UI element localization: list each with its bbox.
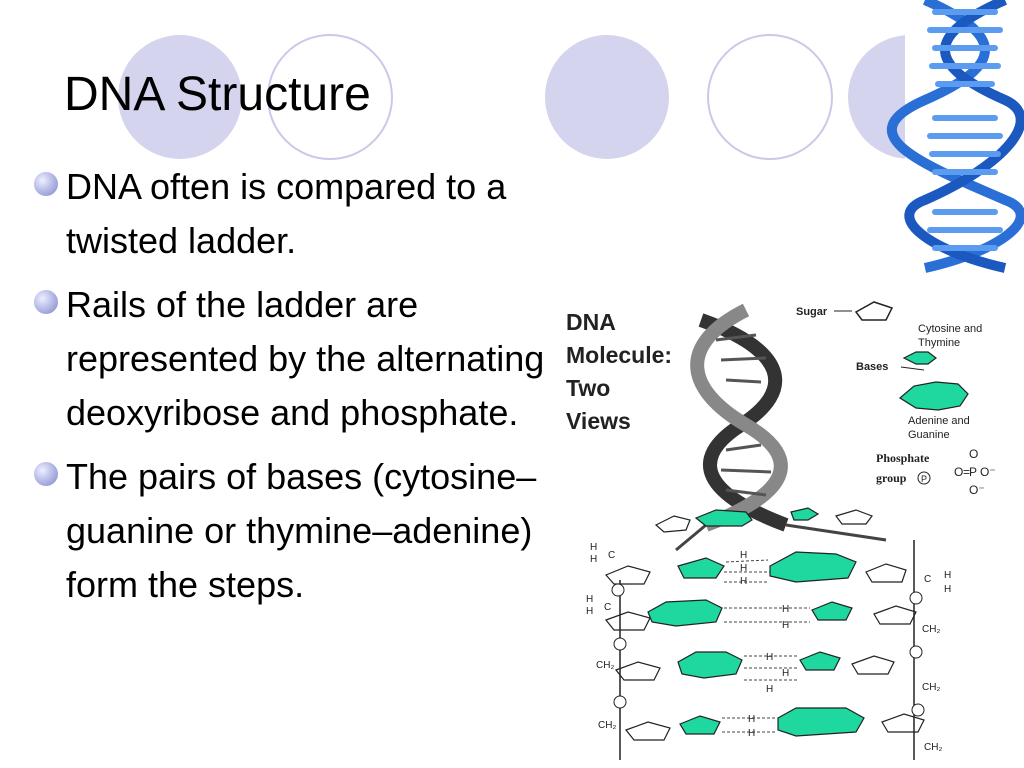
atom-label: H (586, 606, 593, 617)
base-pair (811, 601, 853, 621)
phosphate-symbol-text: P (921, 474, 927, 484)
atom-label: H (740, 576, 747, 587)
legend-sugar-label: Sugar (796, 306, 828, 318)
formula-atom: O (969, 447, 978, 461)
legend-ct-label: Cytosine and (918, 323, 982, 335)
bullet-list: DNA often is compared to a twisted ladde… (30, 160, 550, 622)
bullet-text: Rails of the ladder are represented by t… (66, 284, 545, 433)
legend-bases-label: Bases (856, 361, 888, 373)
atom-label: H (590, 554, 597, 565)
decorative-circles (118, 0, 1024, 273)
formula-atom: O⁻ (969, 483, 985, 497)
formula-atom: O⁻ (980, 465, 996, 479)
atom-label: H (782, 604, 789, 615)
blue-helix-icon (886, 0, 1024, 273)
atom-label: H (740, 550, 747, 561)
atom-label: CH₂ (922, 624, 940, 635)
formula-bond: = (963, 465, 970, 479)
phosphate-symbol-icon (917, 471, 931, 485)
sugar-pentagon-icon (854, 301, 894, 321)
atom-label: H (782, 620, 789, 631)
base-pair (799, 651, 841, 671)
legend-ct-label: Thymine (918, 337, 960, 349)
formula-atom: O (954, 465, 963, 479)
phosphate-nodes (611, 583, 925, 717)
atom-label: C (608, 550, 615, 561)
dna-ladder: H H H H H H H H (586, 507, 951, 760)
formula-atom: P (969, 465, 977, 479)
deco-circle-outline (267, 34, 393, 160)
bullet-icon (34, 462, 58, 486)
slide-title: DNA Structure (64, 68, 371, 121)
base-pair (769, 551, 857, 583)
atom-label: CH₂ (596, 660, 614, 671)
atom-label: C (924, 574, 931, 585)
base-pair (647, 599, 723, 627)
purine-icon (898, 381, 969, 411)
atom-label: H (586, 594, 593, 605)
atom-label: H (782, 668, 789, 679)
atom-label: CH₂ (598, 720, 616, 731)
atom-label: CH₂ (922, 682, 940, 693)
figure-heading-line: Two (566, 375, 610, 401)
atom-label: H (944, 570, 951, 581)
figure-heading-line: Molecule: (566, 342, 672, 368)
atom-label: H (766, 652, 773, 663)
legend-ag-label: Guanine (908, 429, 950, 441)
bullet-item: Rails of the ladder are represented by t… (30, 278, 550, 440)
atom-label: C (604, 602, 611, 613)
bullet-item: The pairs of bases (cytosine–guanine or … (30, 450, 550, 612)
deco-circle-filled (545, 35, 669, 159)
base-pair (790, 507, 820, 521)
phosphate-formula: O O = P O⁻ O⁻ (954, 447, 996, 497)
base-pair (677, 651, 743, 679)
bullet-text: DNA often is compared to a twisted ladde… (66, 166, 507, 261)
dna-molecule-figure: DNA Molecule: Two Views Sugar Cyto (566, 301, 996, 760)
atom-label: H (944, 584, 951, 595)
atom-label: CH₂ (924, 742, 942, 753)
figure-heading-line: DNA (566, 309, 616, 335)
bullet-item: DNA often is compared to a twisted ladde… (30, 160, 550, 268)
legend-phosphate-label: group (876, 471, 907, 485)
deco-circle-filled (118, 35, 242, 159)
bullet-text: The pairs of bases (cytosine–guanine or … (66, 456, 537, 605)
atom-label: H (766, 684, 773, 695)
grayscale-helix-icon (675, 303, 887, 552)
bullet-icon (34, 290, 58, 314)
base-pair (694, 509, 753, 527)
legend-phosphate-label: Phosphate (876, 451, 930, 465)
atom-label: H (748, 728, 755, 739)
atom-label: H (740, 563, 747, 574)
atom-label: H (590, 542, 597, 553)
figure-legend: Sugar Cytosine and Thymine Bases Adenine… (796, 301, 996, 497)
base-pair (679, 715, 721, 735)
deco-circle-outline (707, 34, 833, 160)
figure-heading-line: Views (566, 408, 631, 434)
base-pair (677, 557, 725, 579)
legend-ag-label: Adenine and (908, 415, 970, 427)
base-pair (777, 707, 865, 737)
pyrimidine-icon (902, 351, 937, 365)
figure-heading: DNA Molecule: Two Views (566, 309, 672, 434)
atom-label: H (748, 714, 755, 725)
bullet-icon (34, 172, 58, 196)
